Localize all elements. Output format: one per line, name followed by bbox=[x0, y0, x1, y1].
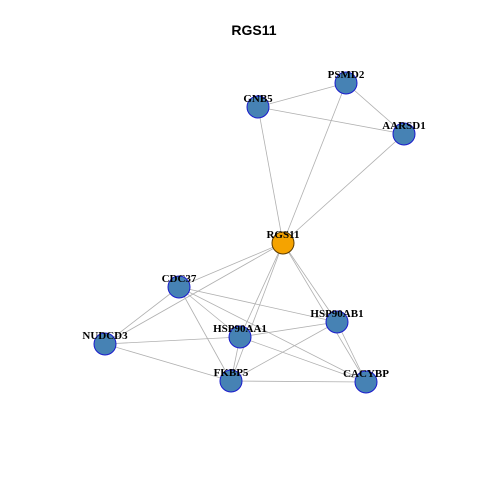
edge-layer bbox=[104, 82, 405, 383]
edge-nudcd3-fkbp5 bbox=[104, 343, 232, 382]
node-fkbp5[interactable] bbox=[219, 369, 243, 393]
node-label-cacybp: CACYBP bbox=[343, 368, 389, 380]
edge-psmd2-gnb5 bbox=[257, 82, 347, 108]
node-cacybp[interactable] bbox=[354, 370, 378, 394]
node-cdc37[interactable] bbox=[167, 275, 191, 299]
edge-hsp90aa1-cacybp bbox=[239, 336, 367, 383]
edge-hsp90ab1-hsp90aa1 bbox=[239, 321, 338, 338]
node-nudcd3[interactable] bbox=[93, 332, 117, 356]
edge-rgs11-hsp90ab1 bbox=[282, 242, 338, 323]
node-label-gnb5: GNB5 bbox=[243, 93, 273, 105]
node-hsp90aa1[interactable] bbox=[228, 325, 252, 349]
edge-cdc37-fkbp5 bbox=[178, 286, 232, 382]
node-aarsd1[interactable] bbox=[392, 122, 416, 146]
edge-cdc37-hsp90aa1 bbox=[178, 286, 241, 338]
node-label-nudcd3: NUDCD3 bbox=[82, 330, 128, 342]
edge-cdc37-nudcd3 bbox=[104, 286, 180, 345]
edge-gnb5-aarsd1 bbox=[257, 106, 405, 135]
node-label-rgs11: RGS11 bbox=[266, 229, 299, 241]
edge-cdc37-hsp90ab1 bbox=[178, 286, 338, 323]
graph-title: RGS11 bbox=[231, 22, 276, 38]
node-layer bbox=[93, 71, 416, 394]
edge-psmd2-rgs11 bbox=[282, 82, 347, 244]
edge-cdc37-cacybp bbox=[178, 286, 367, 383]
node-label-hsp90aa1: HSP90AA1 bbox=[213, 323, 267, 335]
node-psmd2[interactable] bbox=[334, 71, 358, 95]
edge-nudcd3-hsp90aa1 bbox=[104, 336, 241, 345]
node-rgs11[interactable] bbox=[271, 231, 295, 255]
node-label-psmd2: PSMD2 bbox=[328, 69, 365, 81]
edge-gnb5-rgs11 bbox=[257, 106, 284, 244]
node-label-aarsd1: AARSD1 bbox=[382, 120, 425, 132]
edge-rgs11-fkbp5 bbox=[230, 242, 284, 382]
node-gnb5[interactable] bbox=[246, 95, 270, 119]
node-hsp90ab1[interactable] bbox=[325, 310, 349, 334]
node-label-fkbp5: FKBP5 bbox=[214, 367, 249, 379]
edge-hsp90ab1-fkbp5 bbox=[230, 321, 338, 382]
edge-aarsd1-rgs11 bbox=[282, 133, 405, 244]
node-label-cdc37: CDC37 bbox=[162, 273, 197, 285]
edge-psmd2-aarsd1 bbox=[345, 82, 405, 135]
node-label-hsp90ab1: HSP90AB1 bbox=[310, 308, 363, 320]
edge-rgs11-nudcd3 bbox=[104, 242, 284, 345]
edge-fkbp5-cacybp bbox=[230, 380, 367, 383]
edge-rgs11-cdc37 bbox=[178, 242, 284, 288]
edge-rgs11-cacybp bbox=[282, 242, 367, 383]
